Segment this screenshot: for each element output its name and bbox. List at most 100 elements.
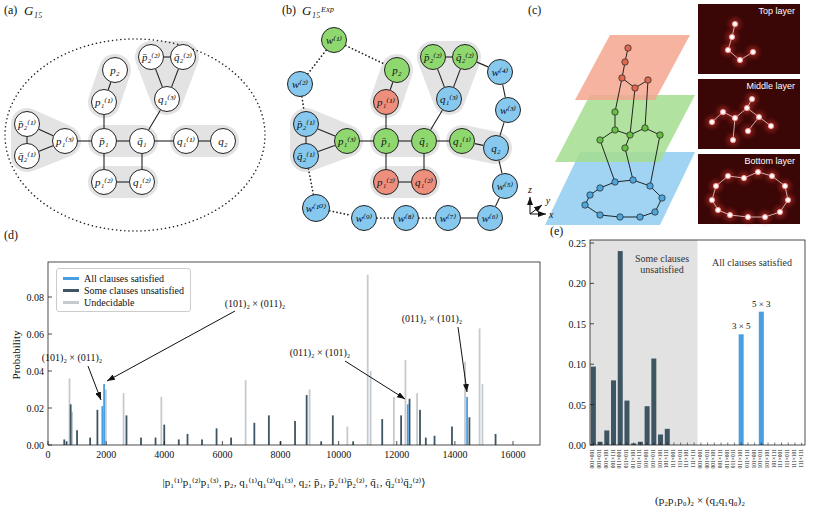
leader-arrow [345, 361, 405, 399]
category-label: 111×011 [678, 449, 684, 468]
atom-glow [783, 195, 794, 206]
vertex-label: w⁽⁶⁾ [482, 213, 499, 224]
category-label: 001×101 [604, 449, 610, 469]
probability-bar [268, 415, 270, 445]
hardware-vertex: p₂ [384, 57, 410, 83]
vertex-label: q₁⁽³⁾ [440, 94, 458, 105]
category-label: 111×001 [671, 449, 677, 468]
atom-dot [612, 179, 618, 185]
axis-tick [48, 441, 49, 445]
axis-tick [694, 443, 695, 446]
legend-swatch [63, 289, 79, 292]
probability-bar [651, 359, 656, 445]
hardware-vertex: p₁⁽³⁾ [334, 128, 360, 154]
probability-bar [611, 380, 616, 445]
graph-edge [318, 129, 335, 136]
axis-title: (p₂p₁p₀)₂ × (q₂q₁q₀)₂ [655, 494, 745, 506]
atom-dot [619, 75, 625, 81]
atom-dot [625, 45, 631, 51]
axis-tick [606, 443, 607, 446]
image-caption: Bottom layer [744, 157, 795, 167]
category-label: 001×101 [712, 449, 718, 469]
region-label: All clauses satisfied [712, 257, 792, 268]
hardware-vertex: p̄₂⁽¹⁾ [293, 111, 319, 137]
vertex-label: w⁽⁵⁾ [497, 181, 514, 192]
atom-dot [582, 202, 588, 208]
legend-text: Undecidable [84, 297, 135, 308]
atom-dot [713, 183, 718, 188]
graph-vertex: p̄₁ [91, 128, 117, 154]
atom-dot [745, 128, 750, 133]
vertex-label: p₁⁽²⁾ [95, 177, 113, 188]
axis-tick [747, 443, 748, 446]
atom-dot [732, 115, 737, 120]
axis-name: z [528, 184, 532, 195]
atom-glow [713, 205, 724, 216]
legend-text: All clauses satisfied [84, 273, 164, 284]
graph-edge [155, 140, 173, 141]
category-label: 101×111 [665, 449, 671, 468]
probability-bar [105, 390, 107, 446]
category-label: 101×001 [752, 449, 758, 469]
atom-dot [597, 185, 603, 191]
probability-bar [759, 312, 764, 445]
graph-vertex: p̄₂⁽²⁾ [138, 44, 164, 70]
probability-bar [70, 404, 72, 445]
axis-tick [590, 364, 594, 365]
probability-bar [416, 393, 418, 445]
axis-tick [801, 443, 802, 446]
hardware-vertex: p̄₁ [373, 128, 399, 154]
hardware-vertex: w⁽⁵⁾ [492, 173, 518, 199]
panel-label: (d) [4, 229, 18, 242]
axis-tick [620, 443, 621, 446]
atom-dot [720, 109, 725, 114]
category-label: 101×001 [644, 449, 650, 469]
category-label: 101×011 [651, 449, 657, 468]
graph-vertex: q₁⁽³⁾ [154, 86, 180, 112]
axis-tick [280, 441, 281, 445]
axis-tick [590, 404, 594, 405]
leader-arrow [88, 366, 101, 400]
atom-dot [617, 214, 623, 220]
probability-bar [178, 439, 180, 445]
hardware-vertex: w⁽⁴⁾ [487, 59, 513, 85]
probability-bar [163, 425, 165, 445]
probability-bar [370, 371, 372, 445]
vertex-label: p₂ [392, 65, 401, 76]
hardware-vertex: w⁽⁷⁾ [435, 205, 461, 231]
atom-dot [657, 132, 663, 138]
layer-graph-edge [600, 140, 615, 182]
probability-bar [466, 397, 468, 445]
tick-label: 0.00 [27, 440, 45, 451]
tick-label: 6000 [212, 449, 232, 460]
vertex-label: p̄₁ [381, 136, 390, 147]
panel-label: (a) [4, 4, 17, 17]
probability-bar [66, 441, 68, 445]
hardware-vertex: w⁽⁸⁾ [393, 205, 419, 231]
axis-tick [338, 441, 339, 445]
category-label: 111×001 [779, 449, 785, 468]
tick-label: 10000 [326, 449, 351, 460]
panel-label: (e) [550, 225, 563, 238]
graph-edge [39, 129, 53, 135]
panel-label: G₁₅ᴱˣᵖ [302, 4, 333, 18]
probability-bar [482, 384, 484, 445]
axis-tick [590, 283, 594, 284]
probability-bar [381, 419, 383, 445]
atom-dot [725, 173, 730, 178]
category-label: 001×001 [698, 449, 704, 469]
panel-label: (b) [282, 4, 296, 17]
leader-arrow [107, 311, 235, 381]
category-label: 111×011 [785, 449, 791, 468]
graph-edge [308, 169, 313, 194]
category-label: 001×111 [718, 449, 724, 468]
axis-tick [660, 443, 661, 446]
axis-tick [48, 371, 52, 372]
axis-tick [48, 408, 52, 409]
hardware-vertex: w⁽¹⁾ [321, 27, 347, 53]
graph-edge [199, 140, 210, 141]
probability-bar [393, 397, 395, 445]
category-label: 011×111 [638, 449, 644, 468]
vertex-label: q₁⁽¹⁾ [453, 136, 471, 147]
